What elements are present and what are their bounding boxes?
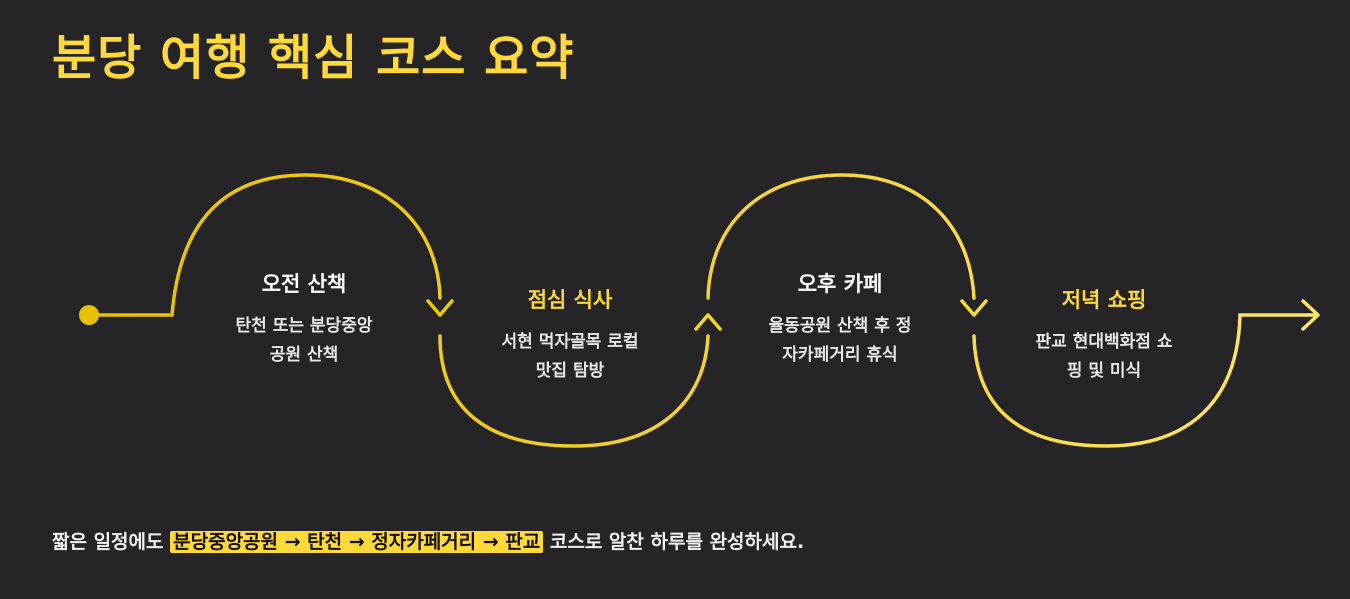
summary-suffix: 코스로 알찬 하루를 완성하세요. bbox=[543, 531, 805, 553]
step-title: 저녁 쇼핑 bbox=[1061, 288, 1147, 312]
step-title: 점심 식사 bbox=[527, 288, 613, 312]
step-title: 오후 카페 bbox=[797, 272, 883, 296]
step-description: 탄천 또는 분당중앙 공원 산책 bbox=[204, 312, 404, 370]
step-title: 오전 산책 bbox=[261, 272, 347, 296]
chevron-arrow-icon bbox=[960, 299, 988, 317]
flow-path bbox=[87, 173, 1319, 448]
summary-text: 짧은 일정에도 분당중앙공원 → 탄천 → 정자카페거리 → 판교 코스로 알찬… bbox=[52, 527, 804, 554]
step-description-line: 서현 먹자골목 로컬 bbox=[501, 332, 639, 352]
step-description-line: 판교 현대백화점 쇼 bbox=[1035, 332, 1173, 352]
step-description: 서현 먹자골목 로컬 맛집 탐방 bbox=[470, 328, 670, 386]
route-highlight: 분당중앙공원 → 탄천 → 정자카페거리 → 판교 bbox=[170, 531, 544, 553]
step-description: 율동공원 산책 후 정 자카페거리 휴식 bbox=[740, 312, 940, 370]
step-description-line: 공원 산책 bbox=[269, 345, 339, 365]
step-description: 판교 현대백화점 쇼 핑 및 미식 bbox=[1004, 328, 1204, 386]
end-arrow-icon bbox=[1301, 299, 1320, 331]
chevron-arrow-icon bbox=[426, 299, 454, 317]
step-description-line: 맛집 탐방 bbox=[535, 361, 605, 381]
chevron-arrow-icon bbox=[694, 313, 722, 331]
step-description-line: 율동공원 산책 후 정 bbox=[768, 316, 912, 336]
step-description-line: 탄천 또는 분당중앙 bbox=[235, 316, 373, 336]
step-lunch: 점심 식사 서현 먹자골목 로컬 맛집 탐방 bbox=[470, 284, 670, 386]
step-morning-walk: 오전 산책 탄천 또는 분당중앙 공원 산책 bbox=[204, 268, 404, 370]
step-description-line: 핑 및 미식 bbox=[1066, 361, 1142, 381]
step-evening-shopping: 저녁 쇼핑 판교 현대백화점 쇼 핑 및 미식 bbox=[1004, 284, 1204, 386]
step-description-line: 자카페거리 휴식 bbox=[782, 345, 898, 365]
summary-prefix: 짧은 일정에도 bbox=[52, 531, 171, 553]
page-title: 분당 여행 핵심 코스 요약 bbox=[52, 30, 575, 86]
step-afternoon-cafe: 오후 카페 율동공원 산책 후 정 자카페거리 휴식 bbox=[740, 268, 940, 370]
